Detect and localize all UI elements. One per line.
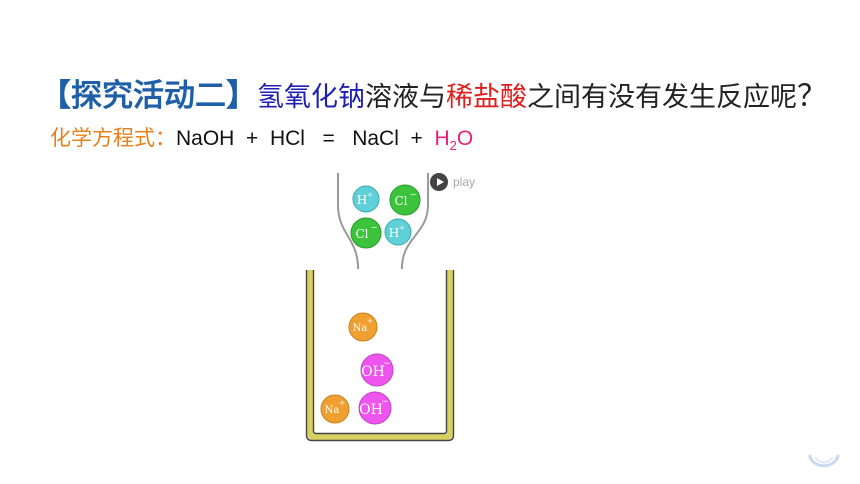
h-label: H (389, 226, 399, 240)
cl-minus-ion-2: Cl − (350, 217, 382, 249)
minus-sign: − (371, 223, 378, 232)
beaker-outline (307, 270, 453, 440)
equation-label: 化学方程式： (50, 126, 176, 150)
reactant-hcl: 稀盐酸 (446, 82, 527, 113)
beaker-outer-wall (305, 270, 455, 442)
equation-water: H2O (434, 127, 474, 154)
oh-minus-ion-1: OH − (360, 353, 394, 387)
title-middle-text: 溶液与 (365, 82, 446, 113)
play-label: play (453, 175, 476, 189)
swirl-logo-icon (808, 454, 840, 468)
cl-label: Cl (394, 194, 407, 208)
funnel-left-wall (337, 173, 359, 269)
na-label: Na (353, 323, 368, 334)
cl-label: Cl (355, 227, 368, 241)
minus-sign: − (410, 190, 417, 199)
na-label: Na (325, 405, 340, 416)
plus-sign: + (367, 191, 373, 199)
reactant-naoh: 氢氧化钠 (257, 82, 365, 113)
question-mark: ？ (797, 79, 827, 114)
activity-title: 【探究活动二】氢氧化钠溶液与稀盐酸之间有没有发生反应呢？ (40, 74, 827, 120)
oh-minus-ion-2: OH − (358, 391, 392, 425)
na-plus-ion-1: Na + (348, 312, 378, 342)
beaker-inner-wall (312, 270, 448, 435)
equation-left-side: NaOH + HCl = NaCl + (176, 127, 435, 150)
water-o: O (456, 127, 474, 150)
minus-sign: − (383, 359, 391, 369)
play-button[interactable]: play (430, 173, 475, 191)
oh-label: OH (361, 364, 385, 380)
funnel-right-wall (401, 173, 429, 269)
cl-minus-ion-1: Cl − (389, 184, 421, 216)
water-h: H (434, 127, 450, 150)
plus-sign: + (399, 224, 405, 232)
plus-sign: + (339, 399, 345, 407)
h-plus-ion-2: H + (384, 218, 412, 246)
plus-sign: + (367, 317, 373, 325)
reaction-diagram: H + Cl − Cl − H + Na + OH − Na + OH − (305, 173, 455, 442)
h-plus-ion-1: H + (352, 185, 380, 213)
water-subscript: 2 (449, 138, 457, 154)
play-icon (430, 173, 448, 191)
minus-sign: − (381, 397, 389, 407)
activity-label: 【探究活动二】 (40, 78, 257, 114)
h-label: H (357, 193, 367, 207)
title-tail-text: 之间有没有发生反应呢 (527, 82, 797, 113)
oh-label: OH (359, 402, 383, 418)
chemical-equation: 化学方程式：NaOH + HCl = NaCl + H2O (50, 120, 473, 164)
na-plus-ion-2: Na + (320, 394, 350, 424)
